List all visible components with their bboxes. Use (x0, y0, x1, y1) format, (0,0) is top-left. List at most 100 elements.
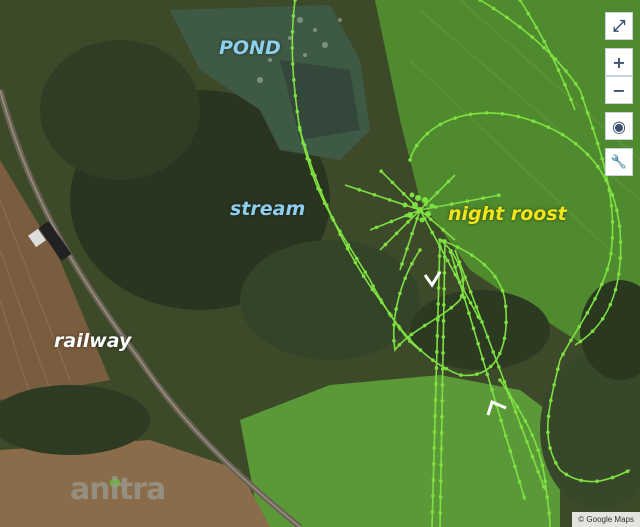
gps-fix (488, 364, 493, 369)
gps-fix (370, 287, 375, 292)
gps-fix (338, 229, 342, 234)
gps-fix (440, 399, 444, 403)
gps-fix (613, 287, 618, 292)
gps-fix (617, 272, 621, 276)
gps-fix (400, 262, 404, 266)
gps-fix (542, 45, 546, 50)
label-pond: POND (219, 37, 281, 59)
gps-fix (610, 193, 615, 197)
gps-fix (453, 265, 457, 269)
gps-fix (390, 180, 395, 185)
gps-fix (374, 225, 379, 230)
direction-arrow-icon (423, 271, 442, 288)
fullscreen-button[interactable]: ⤢ (605, 12, 633, 40)
gps-fix (569, 97, 573, 102)
gps-fix (394, 307, 398, 311)
gps-fix (338, 232, 343, 237)
gps-fix (504, 320, 508, 325)
gps-fix (402, 192, 406, 196)
gps-fix (439, 447, 444, 451)
gps-fix (593, 297, 597, 301)
gps-fix (437, 254, 442, 258)
gps-fix (354, 256, 359, 261)
gps-fix (530, 433, 535, 437)
gps-fix (443, 239, 447, 243)
gps-fix (542, 39, 547, 44)
gps-fix (442, 303, 446, 307)
gps-fix (580, 96, 585, 100)
gps-fix (546, 414, 551, 419)
gps-fix (442, 255, 447, 259)
gps-fix (480, 320, 484, 324)
gps-fix (363, 270, 368, 274)
map-attribution[interactable]: © Google Maps (572, 512, 640, 527)
gps-fix (523, 418, 528, 423)
locate-button[interactable]: ◉ (605, 112, 633, 140)
gps-fix (540, 463, 545, 468)
gps-fix (609, 204, 614, 208)
gps-fix (536, 469, 540, 474)
gps-fix (371, 284, 375, 288)
gps-fix (610, 236, 615, 240)
gps-fix (403, 276, 407, 281)
gps-fix (436, 286, 441, 290)
gps-fix (502, 336, 507, 341)
gps-fix (577, 324, 582, 329)
gps-fix (422, 323, 427, 328)
gps-fix (482, 262, 487, 267)
gps-fix (418, 348, 423, 352)
gps-fix (441, 351, 445, 355)
gps-fix (548, 446, 552, 450)
zoom-out-button[interactable]: − (605, 76, 633, 104)
gps-fix (516, 114, 520, 119)
gps-fix (441, 319, 446, 323)
gps-fix (398, 291, 402, 296)
gps-fix (578, 339, 583, 344)
gps-fix (307, 158, 312, 163)
gps-fix (290, 46, 295, 50)
zoom-out-icon: − (612, 80, 626, 100)
gps-fix (455, 245, 460, 249)
gps-fix (441, 227, 445, 232)
gps-fix (471, 326, 476, 331)
gps-fix (546, 125, 551, 130)
gps-fix (573, 81, 578, 86)
gps-fix (503, 304, 508, 309)
gps-fix (515, 405, 520, 409)
gps-fix (425, 131, 430, 136)
gps-fix (585, 111, 590, 115)
gps-fix (291, 78, 296, 82)
gps-fix (392, 338, 396, 343)
gps-fix (433, 398, 438, 402)
gps-fix (499, 418, 503, 423)
gps-fix (491, 6, 496, 11)
zoom-in-button[interactable]: + (605, 48, 633, 76)
gps-fix (406, 220, 410, 224)
gps-fix (526, 11, 531, 16)
gps-fix (468, 301, 473, 305)
gps-fix (497, 351, 502, 356)
gps-fix (293, 93, 298, 98)
map-controls: ⤢ + − ◉ 🔧 (605, 12, 633, 176)
gps-fix (291, 14, 296, 18)
gps-fix (609, 251, 613, 256)
gps-fix (469, 253, 474, 257)
gps-fix (434, 205, 438, 209)
gps-fix (554, 461, 558, 465)
gps-fix (507, 391, 511, 396)
label-night-roost: night roost (448, 203, 567, 225)
gps-fix (316, 186, 320, 191)
gps-fix (424, 202, 428, 206)
settings-button[interactable]: 🔧 (605, 148, 633, 176)
gps-fix (453, 272, 458, 277)
gps-fix (324, 203, 329, 208)
gps-fix (449, 305, 454, 310)
gps-fix (517, 25, 522, 29)
gps-fix (418, 248, 422, 252)
gps-fix (522, 495, 526, 499)
gps-fix (408, 339, 412, 344)
gps-fix (431, 358, 435, 362)
gps-fix (436, 315, 441, 319)
